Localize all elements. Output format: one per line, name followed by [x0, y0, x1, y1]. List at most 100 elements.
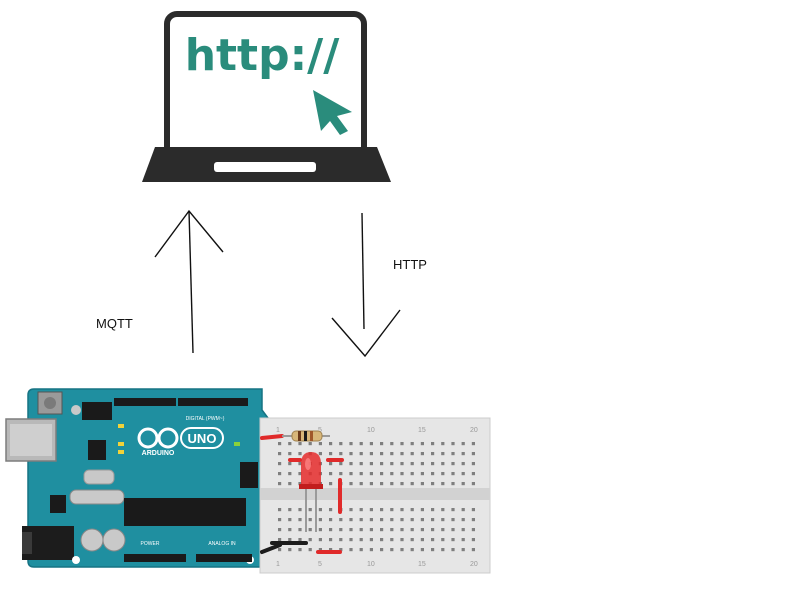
arduino-board: UNO ARDUINO DIGITAL (PWM~) POWER ANALOG … — [5, 388, 269, 568]
breadboard-hole — [400, 518, 404, 522]
laptop-screen-text: http:// — [185, 30, 341, 81]
breadboard-hole — [339, 538, 343, 542]
breadboard-hole — [298, 528, 302, 532]
breadboard-hole — [369, 538, 373, 542]
breadboard-hole — [298, 472, 302, 476]
breadboard-hole — [471, 472, 475, 476]
breadboard-hole — [431, 442, 435, 446]
breadboard-hole — [461, 472, 465, 476]
breadboard-hole — [420, 528, 424, 532]
breadboard-hole — [451, 482, 455, 486]
breadboard-hole — [451, 508, 455, 512]
breadboard-hole — [349, 538, 353, 542]
breadboard-bottom-numbers: 1 5 10 15 20 — [276, 561, 478, 568]
breadboard-hole — [278, 482, 282, 486]
breadboard-hole — [318, 538, 322, 542]
breadboard-hole — [451, 518, 455, 522]
breadboard-hole — [339, 548, 343, 552]
breadboard-hole — [329, 528, 333, 532]
breadboard-hole — [400, 462, 404, 466]
breadboard-hole — [380, 442, 384, 446]
bb-top-num: 15 — [418, 427, 426, 434]
bb-top-num: 1 — [276, 427, 280, 434]
breadboard-hole — [420, 452, 424, 456]
breadboard-hole — [349, 482, 353, 486]
breadboard-hole — [329, 548, 333, 552]
breadboard-hole — [288, 462, 292, 466]
breadboard-hole — [431, 548, 435, 552]
breadboard-hole — [451, 452, 455, 456]
breadboard-hole — [441, 442, 445, 446]
breadboard-hole — [349, 518, 353, 522]
breadboard-hole — [339, 528, 343, 532]
breadboard-hole — [461, 548, 465, 552]
breadboard-hole — [318, 442, 322, 446]
breadboard-hole — [380, 482, 384, 486]
breadboard-hole — [349, 508, 353, 512]
breadboard-hole — [359, 508, 363, 512]
breadboard-hole — [359, 442, 363, 446]
breadboard-hole — [288, 538, 292, 542]
breadboard-hole — [380, 518, 384, 522]
breadboard-hole — [461, 528, 465, 532]
breadboard-hole — [308, 548, 312, 552]
breadboard-hole — [471, 508, 475, 512]
breadboard-hole — [278, 538, 282, 542]
breadboard-hole — [329, 508, 333, 512]
breadboard-hole — [288, 442, 292, 446]
breadboard-hole — [471, 442, 475, 446]
breadboard-hole — [349, 528, 353, 532]
breadboard-hole — [288, 548, 292, 552]
breadboard-hole — [339, 472, 343, 476]
breadboard-hole — [390, 528, 394, 532]
breadboard-hole — [471, 538, 475, 542]
breadboard-hole — [349, 462, 353, 466]
breadboard-hole — [420, 518, 424, 522]
breadboard-hole — [390, 452, 394, 456]
breadboard-hole — [471, 528, 475, 532]
breadboard-hole — [461, 482, 465, 486]
breadboard-hole — [329, 518, 333, 522]
breadboard-hole — [471, 518, 475, 522]
breadboard-hole — [359, 452, 363, 456]
breadboard-hole — [410, 528, 414, 532]
breadboard-hole — [390, 518, 394, 522]
breadboard-hole — [410, 462, 414, 466]
breadboard-hole — [431, 538, 435, 542]
breadboard-hole — [278, 528, 282, 532]
analog-label: ANALOG IN — [208, 541, 236, 547]
breadboard-hole — [369, 472, 373, 476]
breadboard-hole — [318, 452, 322, 456]
breadboard-hole — [349, 548, 353, 552]
led — [299, 452, 323, 532]
breadboard-hole — [349, 452, 353, 456]
breadboard-hole — [288, 518, 292, 522]
breadboard-hole — [400, 482, 404, 486]
breadboard-hole — [318, 528, 322, 532]
breadboard-hole — [349, 472, 353, 476]
breadboard-hole — [400, 452, 404, 456]
breadboard-hole — [318, 518, 322, 522]
breadboard-hole — [288, 528, 292, 532]
breadboard-top-numbers: 1 5 10 15 20 — [276, 427, 478, 434]
breadboard-hole — [400, 538, 404, 542]
breadboard-hole — [390, 508, 394, 512]
laptop-icon: http:// — [142, 11, 391, 182]
breadboard-hole — [339, 442, 343, 446]
breadboard-hole — [278, 472, 282, 476]
breadboard-hole — [298, 538, 302, 542]
breadboard-hole — [308, 508, 312, 512]
breadboard-hole — [441, 518, 445, 522]
breadboard-hole — [359, 518, 363, 522]
breadboard-hole — [380, 462, 384, 466]
breadboard-hole — [410, 482, 414, 486]
bb-top-num: 20 — [470, 427, 478, 434]
breadboard-hole — [318, 548, 322, 552]
breadboard-hole — [380, 528, 384, 532]
breadboard-hole — [461, 462, 465, 466]
wires — [260, 434, 344, 554]
breadboard-hole — [339, 518, 343, 522]
breadboard-hole — [329, 442, 333, 446]
breadboard-hole — [451, 538, 455, 542]
